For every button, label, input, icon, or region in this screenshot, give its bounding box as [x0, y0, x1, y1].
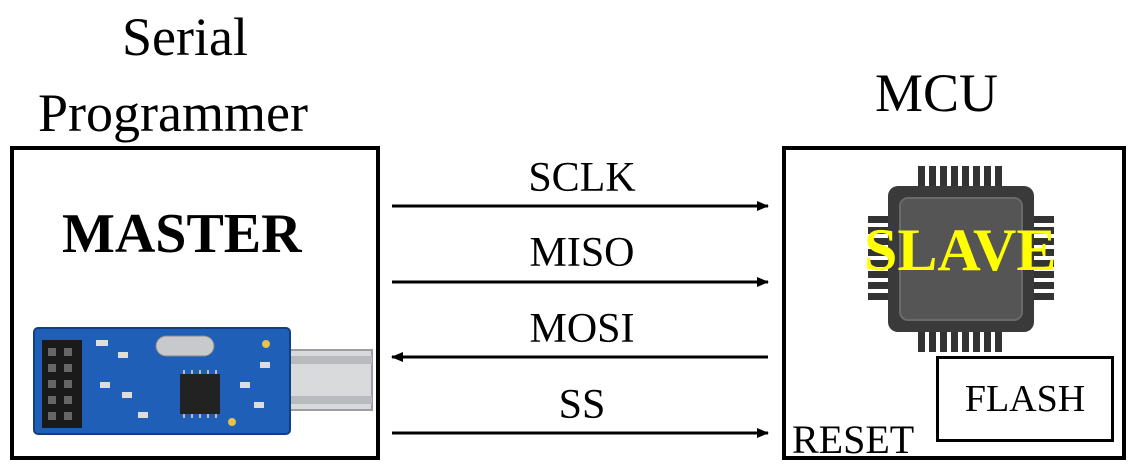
slave-label: SLAVE — [864, 217, 1057, 283]
reset-label: RESET — [792, 417, 915, 462]
mcu-box: SLAVE FLASH RESET — [782, 146, 1126, 460]
flash-label: FLASH — [964, 378, 1086, 420]
board-chip — [180, 374, 220, 414]
signal-label-sclk: SCLK — [528, 155, 636, 201]
master-label: MASTER — [62, 203, 302, 265]
mcu-title: MCU — [875, 63, 999, 123]
usb-programmer-image — [33, 327, 373, 435]
signal-label-ss: SS — [558, 382, 606, 428]
pcb-board — [33, 327, 291, 435]
serial-title-line2: Programmer — [38, 83, 308, 143]
serial-title-line1: Serial — [122, 7, 248, 67]
mcu-chip-image — [868, 166, 1054, 352]
flash-box: FLASH — [936, 356, 1114, 442]
master-box: MASTER — [10, 146, 380, 460]
signal-label-miso: MISO — [529, 230, 635, 276]
crystal — [155, 335, 215, 357]
signal-label-mosi: MOSI — [529, 306, 635, 352]
